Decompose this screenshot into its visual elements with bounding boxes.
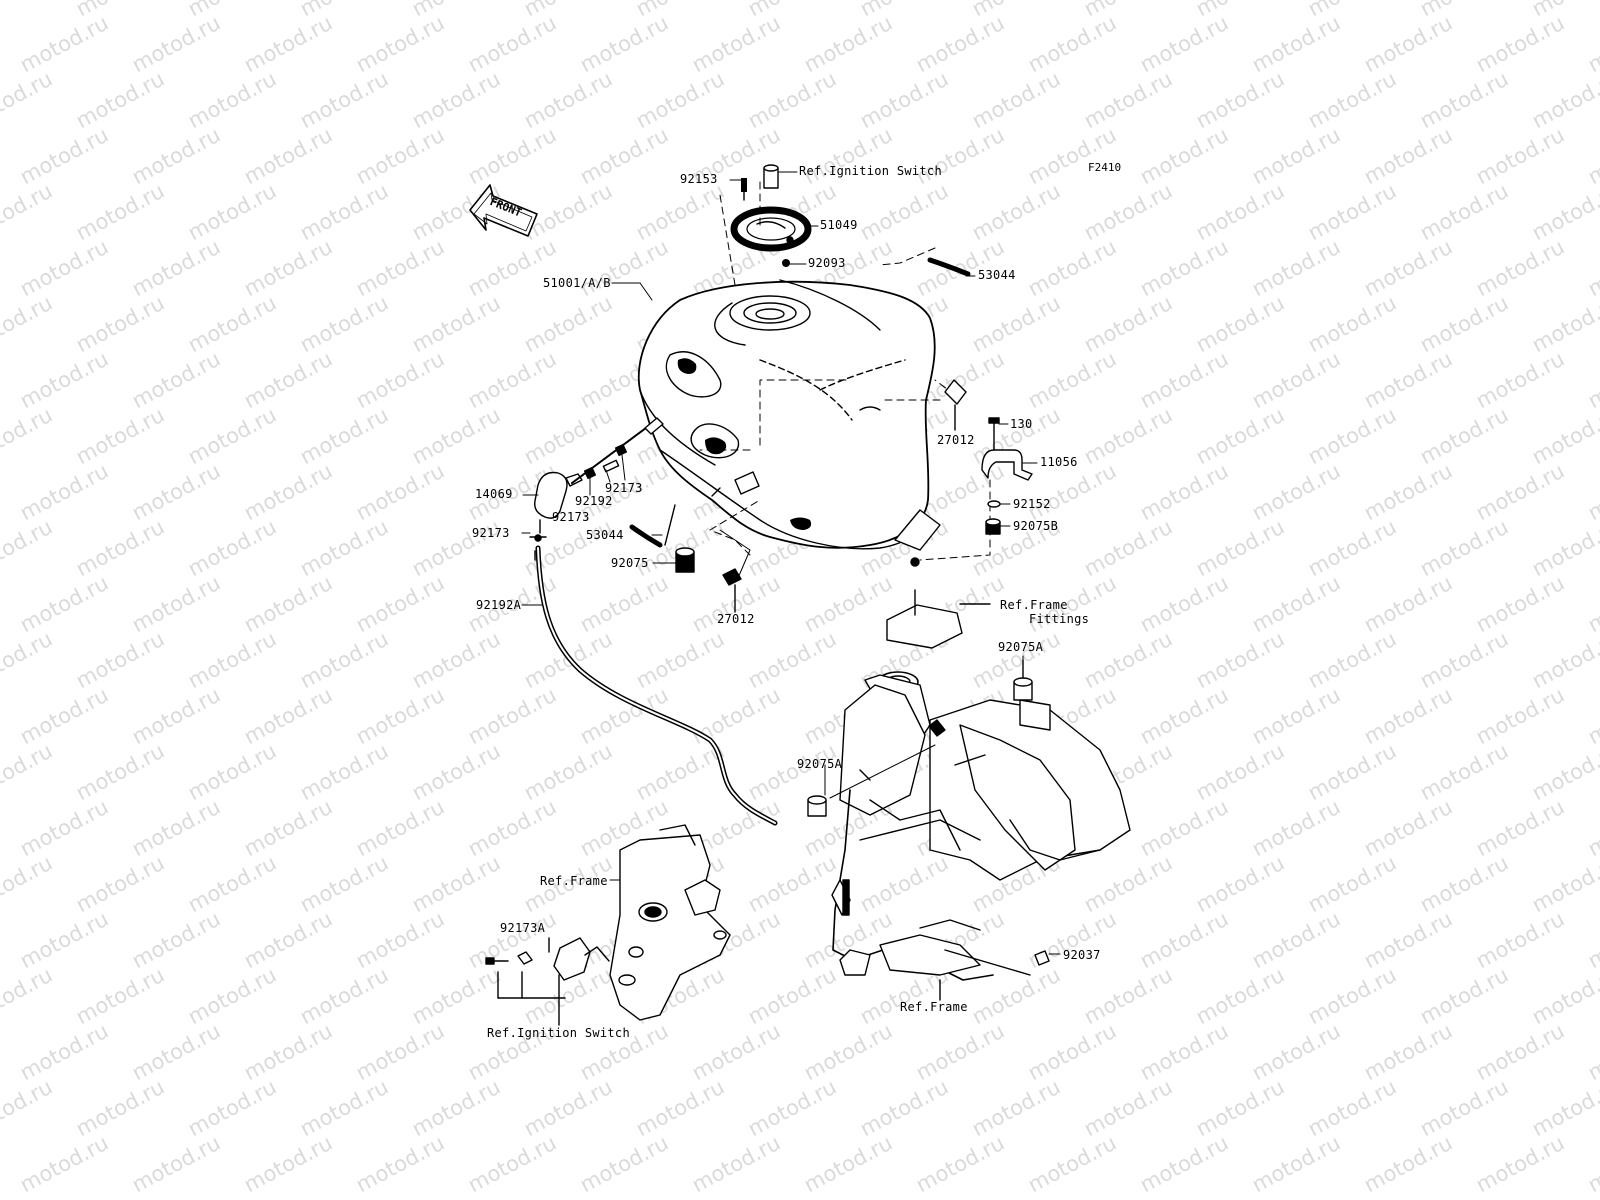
callout-leaders: [521, 171, 1061, 955]
callout-ref-ignition-bottom: Ref.Ignition Switch: [487, 1026, 630, 1040]
callout-51049: 51049: [820, 218, 858, 232]
washer-92152: [987, 500, 1001, 508]
bracket-11056: [981, 449, 1033, 481]
callout-27012-low: 27012: [717, 612, 755, 626]
callout-ref-frame-left: Ref.Frame: [540, 874, 608, 888]
damper-92075B: [985, 518, 1001, 535]
callout-ref-frame-fittings-2: Fittings: [1029, 612, 1090, 626]
callout-53044-right: 53044: [978, 268, 1016, 282]
callout-130: 130: [1010, 417, 1033, 431]
ignition-switch-parts: [485, 937, 610, 1026]
callout-ref-frame-fittings-1: Ref.Frame: [1000, 598, 1068, 612]
callout-51001: 51001/A/B: [543, 276, 611, 290]
front-arrow-icon: FRONT: [469, 184, 538, 237]
callout-92173-a: 92173: [605, 481, 643, 495]
screw-92093: [782, 259, 790, 267]
strip-53044-right: [927, 257, 971, 277]
fuel-tank: [637, 279, 941, 567]
callout-92093: 92093: [808, 256, 846, 270]
figure-code: F2410: [1088, 161, 1121, 174]
callout-92075A-top: 92075A: [998, 640, 1044, 654]
lower-left-frame: [609, 824, 731, 1021]
drain-hose-92192A: [535, 545, 778, 826]
callout-92075B: 92075B: [1013, 519, 1059, 533]
callout-92075: 92075: [611, 556, 649, 570]
callout-92075A-mid: 92075A: [797, 757, 843, 771]
damper-92075A-mid: [807, 744, 936, 817]
gasket-51049: [730, 206, 812, 252]
strip-53044-left: [629, 504, 676, 548]
damper-92075A-top: [1013, 659, 1033, 701]
callout-53044-left: 53044: [586, 528, 624, 542]
pad-27012-right: [944, 379, 967, 431]
frame-fittings-bracket: [886, 589, 991, 649]
callout-27012-right: 27012: [937, 433, 975, 447]
breather-valve-14069: [534, 471, 583, 534]
callout-14069: 14069: [475, 487, 513, 501]
callout-92037: 92037: [1063, 948, 1101, 962]
callout-92173A: 92173A: [500, 921, 546, 935]
collar-ignition: [763, 164, 779, 189]
clamps-and-hoses: [529, 417, 664, 561]
callout-92192A: 92192A: [476, 598, 522, 612]
callout-ref-frame-bottom: Ref.Frame: [900, 1000, 968, 1014]
callout-11056: 11056: [1040, 455, 1078, 469]
bolt-92153: [741, 178, 747, 201]
leader-lines: [699, 179, 991, 561]
callout-92153: 92153: [680, 172, 718, 186]
damper-92075: [675, 547, 695, 573]
clip-92037: [1034, 950, 1050, 966]
callout-92173-c: 92173: [472, 526, 510, 540]
pad-27012-low: [719, 529, 751, 613]
callout-ref-ignition-top: Ref.Ignition Switch: [799, 164, 942, 178]
main-frame: [831, 671, 1131, 1001]
callout-92192: 92192: [575, 494, 613, 508]
callout-92173-b: 92173: [552, 510, 590, 524]
callout-92152: 92152: [1013, 497, 1051, 511]
